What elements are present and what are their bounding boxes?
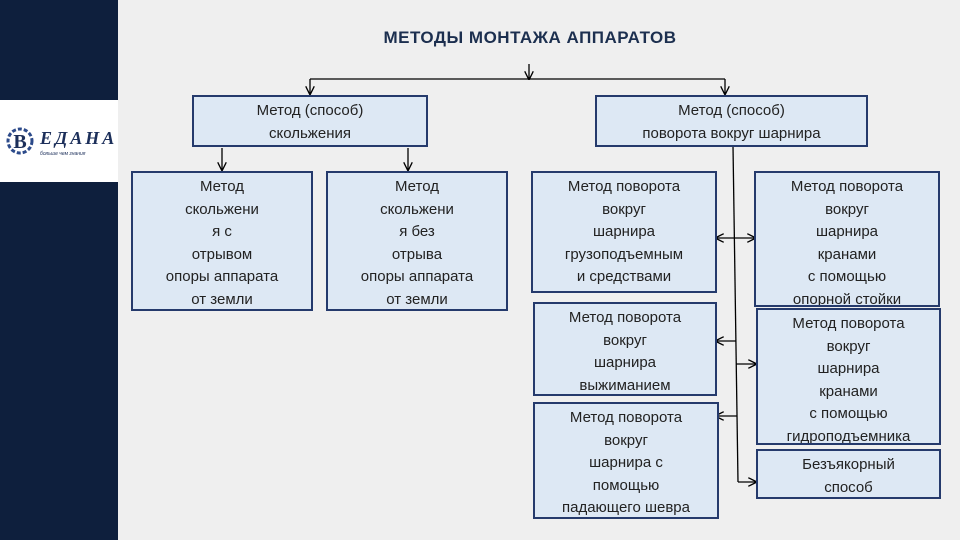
sidebar: [0, 0, 118, 540]
logo-slogan: больше чем знания: [40, 151, 86, 157]
logo-text: ЕДАНА: [40, 128, 118, 148]
box-rotation: Метод (способ)поворота вокруг шарнира: [595, 95, 868, 147]
svg-text:B: B: [13, 131, 26, 153]
connector-rotation-trunk: [732, 145, 739, 483]
logo: B ЕДАНА больше чем знания: [0, 100, 118, 182]
logo-icon: B: [6, 127, 34, 155]
box-sliding: Метод (способ)скольжения: [192, 95, 428, 147]
page-title: МЕТОДЫ МОНТАЖА АППАРАТОВ: [383, 28, 677, 47]
